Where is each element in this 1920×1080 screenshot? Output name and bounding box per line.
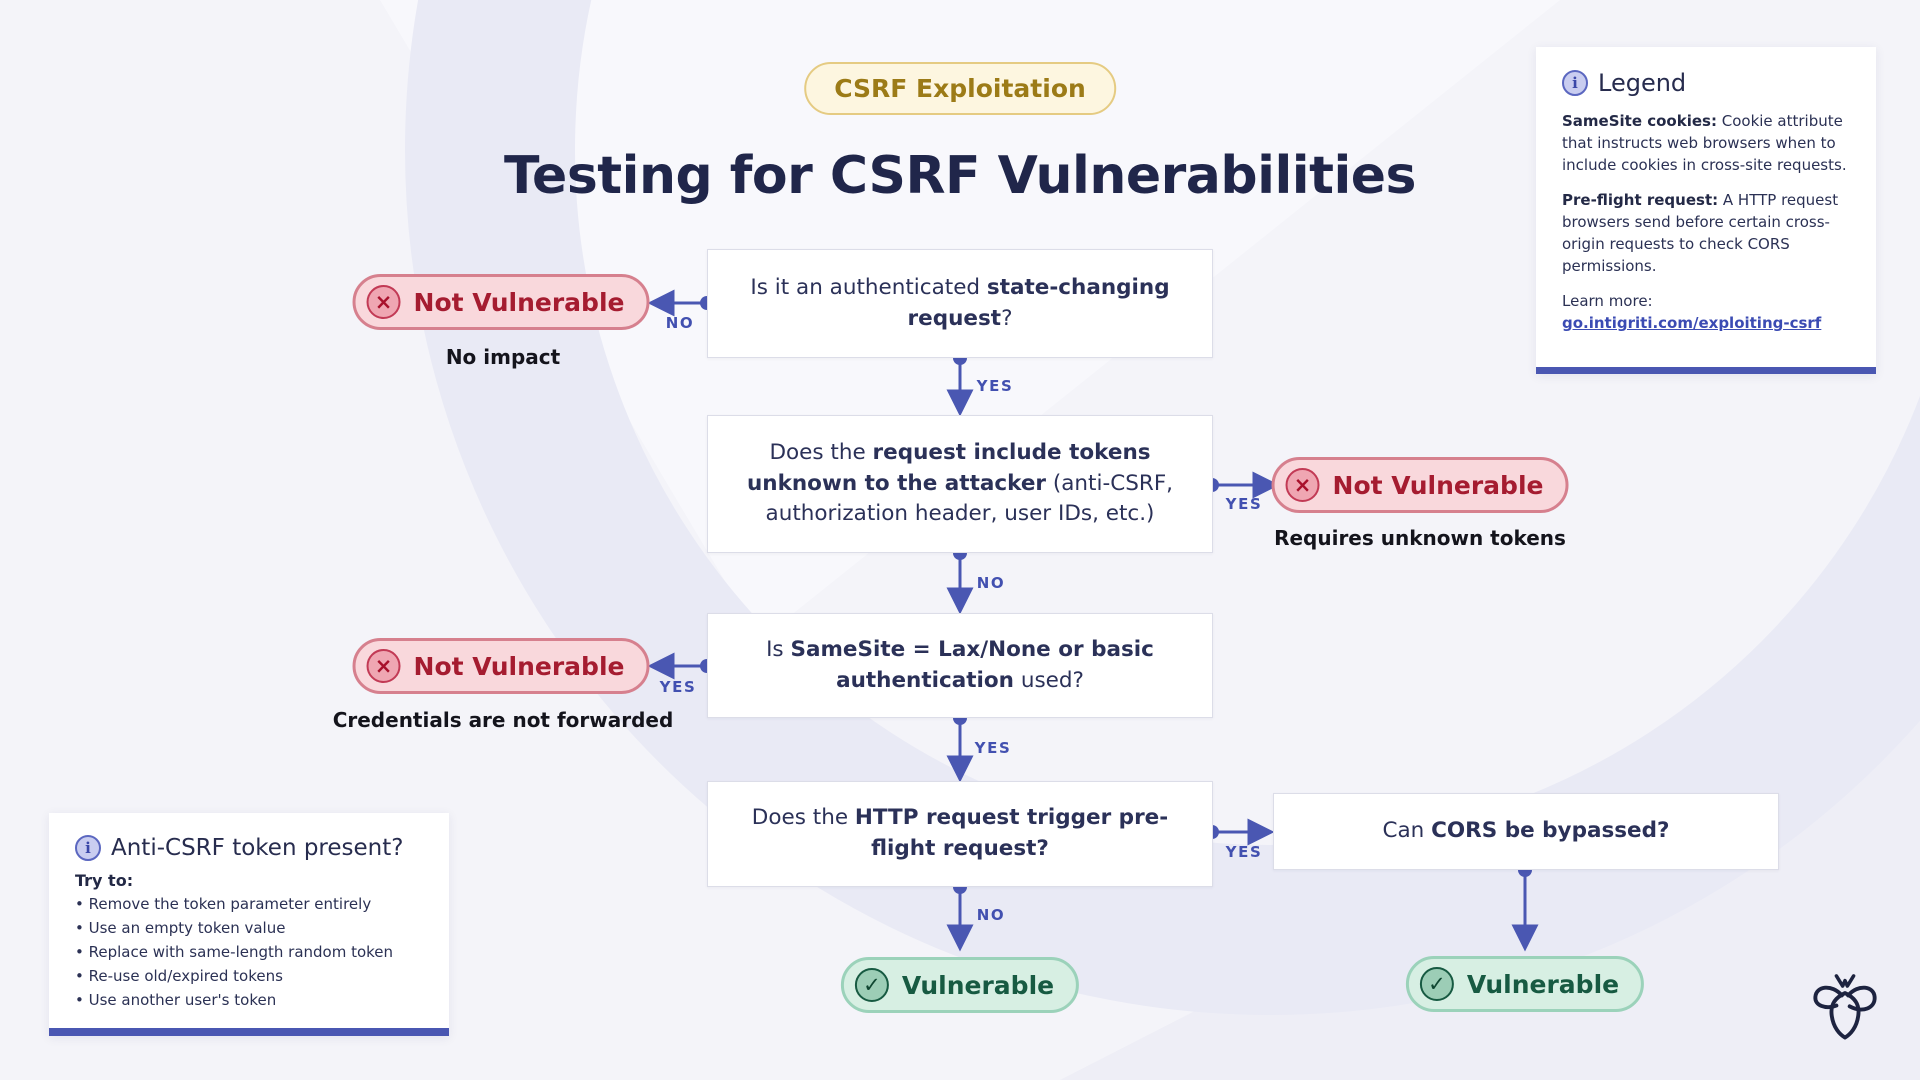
edge-label-yes: YES (1225, 495, 1263, 513)
learn-more-link[interactable]: go.intigriti.com/exploiting-csrf (1562, 314, 1822, 332)
question-text: Is SameSite = Lax/None or basic authenti… (766, 636, 1154, 693)
tip-card-header: i Anti-CSRF token present? (75, 835, 423, 861)
tip-list-item: • Re-use old/expired tokens (75, 967, 283, 985)
info-icon: i (75, 835, 101, 861)
tip-lead: Try to: (75, 871, 134, 890)
question-cors-bypass: Can CORS be bypassed? (1273, 793, 1779, 870)
legend-term: Pre-flight request: (1562, 191, 1719, 210)
outcome-not-vulnerable: × Not Vulnerable (352, 274, 650, 330)
legend-term: SameSite cookies: (1562, 112, 1717, 130)
legend-title: Legend (1598, 69, 1687, 97)
anti-csrf-tip-card: i Anti-CSRF token present? Try to: • Rem… (49, 813, 449, 1036)
edge-label-yes: YES (974, 739, 1012, 757)
info-icon: i (1562, 70, 1588, 96)
tip-list-item: • Use another user's token (75, 991, 277, 1009)
outcome-note: Credentials are not forwarded (332, 708, 674, 732)
question-text: Does the HTTP request trigger pre-flight… (751, 805, 1169, 861)
legend-text: A HTTP request browsers send before cert… (1562, 191, 1839, 275)
question-samesite-basic-auth: Is SameSite = Lax/None or basic authenti… (707, 613, 1213, 718)
cross-circle-icon: × (366, 285, 401, 319)
legend-card: i Legend SameSite cookies: Cookie attrib… (1536, 47, 1876, 374)
outcome-not-vulnerable: × Not Vulnerable (1271, 457, 1569, 513)
edge-label-no: NO (665, 314, 695, 332)
tip-list-item: • Replace with same-length random token (75, 943, 394, 961)
background-ring (405, 0, 1920, 1015)
legend-entry: SameSite cookies: Cookie attribute that … (1562, 111, 1850, 176)
tip-list: • Remove the token parameter entirely • U… (75, 892, 423, 1012)
legend-learn-more: Learn more: go.intigriti.com/exploiting-… (1562, 292, 1822, 332)
edge-label-yes: YES (1225, 843, 1263, 861)
legend-header: i Legend (1562, 69, 1850, 97)
intigriti-bee-logo (1813, 974, 1877, 1040)
cross-circle-icon: × (1285, 468, 1320, 502)
question-text: Can CORS be bypassed? (1382, 818, 1670, 844)
outcome-note: No impact (445, 345, 561, 369)
page-title: Testing for CSRF Vulnerabilities (503, 146, 1417, 206)
question-text: Does the request include tokens unknown … (746, 440, 1174, 527)
outcome-vulnerable: ✓ Vulnerable (1405, 956, 1645, 1012)
question-authenticated-state-changing: Is it an authenticated state-changing re… (707, 249, 1213, 358)
legend-text: Cookie attribute that instructs web brow… (1562, 112, 1847, 174)
outcome-label: Vulnerable (1466, 969, 1620, 999)
check-circle-icon: ✓ (1419, 967, 1454, 1001)
edge-label-yes: YES (659, 678, 697, 696)
legend-entry: Pre-flight request: A HTTP request brows… (1562, 190, 1850, 277)
edge-label-yes: YES (976, 377, 1014, 395)
question-text: Is it an authenticated state-changing re… (750, 274, 1170, 331)
outcome-label: Not Vulnerable (1332, 470, 1544, 500)
tip-list-item: • Remove the token parameter entirely (75, 895, 372, 913)
edge-label-no: NO (976, 574, 1006, 592)
outcome-label: Vulnerable (901, 970, 1055, 1000)
question-tokens-unknown: Does the request include tokens unknown … (707, 415, 1213, 553)
cross-circle-icon: × (366, 649, 401, 683)
outcome-label: Not Vulnerable (413, 651, 625, 681)
outcome-note: Requires unknown tokens (1274, 526, 1566, 550)
question-preflight-trigger: Does the HTTP request trigger pre-flight… (707, 781, 1213, 887)
category-badge: CSRF Exploitation (804, 62, 1116, 115)
outcome-not-vulnerable: × Not Vulnerable (352, 638, 650, 694)
check-circle-icon: ✓ (854, 968, 889, 1002)
tip-card-title: Anti-CSRF token present? (111, 835, 404, 861)
tip-list-item: • Use an empty token value (75, 919, 286, 937)
edge-label-no: NO (976, 906, 1006, 924)
outcome-label: Not Vulnerable (413, 287, 625, 317)
outcome-vulnerable: ✓ Vulnerable (840, 957, 1080, 1013)
